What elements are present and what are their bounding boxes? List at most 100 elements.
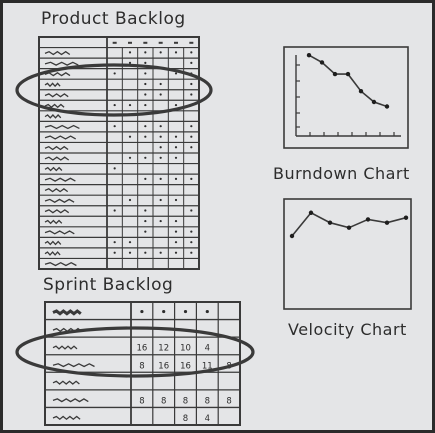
velocity-chart: [283, 198, 412, 310]
pb-estimate-dot: [128, 198, 132, 202]
pb-item-scribble: [44, 72, 71, 77]
pb-estimate-dot: [159, 219, 162, 223]
pb-estimate-dot: [159, 51, 162, 54]
sprint-backlog-title: Sprint Backlog: [43, 275, 174, 295]
burndown-chart: [283, 46, 409, 149]
burndown-point: [345, 71, 351, 77]
velocity-point: [289, 233, 295, 239]
pb-estimate-dot: [128, 135, 132, 138]
sb-estimate-value: 12: [158, 344, 169, 354]
pb-estimate-dot: [190, 93, 193, 96]
pb-estimate-dot: [159, 82, 162, 86]
pb-estimate-dot: [190, 209, 193, 212]
product-backlog-title: Product Backlog: [41, 9, 186, 29]
pb-estimate-dot: [159, 146, 162, 149]
sprint-backlog-highlight: [15, 326, 255, 378]
pb-item-scribble: [44, 61, 79, 66]
pb-estimate-dot: [144, 209, 147, 212]
pb-item-scribble: [44, 93, 69, 98]
pb-estimate-dot: [113, 241, 116, 244]
pb-estimate-dot: [159, 156, 162, 159]
pb-estimate-dot: [159, 93, 162, 96]
sb-estimate-value: 11: [202, 361, 213, 371]
pb-estimate-dot: [144, 93, 147, 96]
pb-estimate-dot: [190, 146, 193, 149]
pb-estimate-dot: [144, 103, 147, 107]
velocity-series: [289, 210, 409, 239]
pb-estimate-dot: [128, 61, 132, 64]
burndown-point: [306, 53, 312, 58]
burndown-chart-caption: Burndown Chart: [273, 164, 410, 183]
sb-estimate-value: 8: [161, 396, 166, 406]
pb-estimate-dot: [144, 51, 147, 54]
pb-item-scribble: [44, 240, 62, 246]
pb-item-scribble: [44, 103, 65, 109]
velocity-chart-frame: [283, 198, 412, 310]
pb-estimate-dot: [159, 125, 162, 128]
velocity-point: [346, 225, 352, 230]
burndown-series: [306, 53, 390, 109]
pb-estimate-dot: [113, 72, 116, 75]
sb-estimate-value: 8: [205, 396, 210, 406]
pb-estimate-dot: [174, 251, 178, 254]
pb-estimate-dot: [144, 177, 147, 180]
pb-estimate-dot: [144, 72, 147, 75]
pb-item-scribble: [44, 209, 70, 214]
sb-task-scribble: [52, 309, 82, 316]
pb-estimate-dot: [174, 219, 178, 223]
sb-task-scribble: [52, 398, 89, 403]
pb-estimate-dot: [113, 103, 116, 107]
sb-header-dot: [205, 309, 209, 314]
pb-item-scribble: [44, 219, 63, 225]
pb-estimate-dot: [174, 146, 178, 149]
pb-estimate-dot: [144, 82, 147, 86]
pb-estimate-dot: [159, 135, 162, 138]
burndown-chart-frame: [283, 46, 409, 149]
pb-estimate-dot: [144, 251, 147, 254]
pb-estimate-dot: [174, 103, 178, 107]
pb-estimate-dot: [174, 177, 178, 180]
burndown-axis-ticks: [296, 64, 395, 136]
pb-item-scribble: [44, 50, 71, 56]
sb-estimate-value: 10: [180, 344, 191, 354]
velocity-chart-caption: Velocity Chart: [288, 320, 407, 339]
pb-item-scribble: [44, 261, 77, 267]
burndown-point: [384, 104, 390, 109]
velocity-point: [384, 220, 390, 225]
sb-estimate-value: 4: [205, 414, 210, 424]
pb-estimate-dot: [190, 251, 193, 254]
sb-estimate-value: 8: [183, 414, 188, 424]
pb-estimate-dot: [144, 135, 147, 138]
sb-estimate-value: 4: [205, 344, 210, 354]
sb-task-scribble: [52, 363, 95, 368]
sb-estimate-value: 8: [139, 361, 144, 371]
pb-estimate-dot: [174, 230, 178, 233]
pb-estimate-dot: [190, 177, 193, 180]
velocity-point: [308, 210, 314, 215]
pb-item-scribble: [44, 187, 69, 193]
pb-estimate-dot: [174, 135, 178, 138]
pb-estimate-dot: [174, 156, 178, 159]
product-backlog-table: [38, 36, 200, 270]
burndown-point: [358, 89, 364, 94]
pb-estimate-dot: [174, 51, 178, 54]
pb-item-scribble: [44, 166, 63, 172]
sb-header-dot: [183, 309, 188, 314]
burndown-point: [371, 99, 377, 105]
pb-item-scribble: [44, 251, 61, 256]
pb-estimate-dot: [159, 177, 162, 180]
pb-item-scribble: [44, 124, 80, 130]
pb-item-scribble: [44, 145, 69, 151]
velocity-point: [365, 217, 371, 222]
pb-estimate-dot: [144, 125, 147, 128]
pb-estimate-dot: [128, 251, 132, 254]
pb-estimate-dot: [128, 241, 132, 244]
pb-item-scribble: [44, 135, 77, 140]
product-backlog-highlight: [15, 63, 213, 117]
pb-estimate-dot: [128, 156, 132, 159]
sb-header-dot: [140, 309, 144, 314]
pb-estimate-dot: [113, 209, 116, 212]
pb-estimate-dot: [159, 198, 162, 202]
